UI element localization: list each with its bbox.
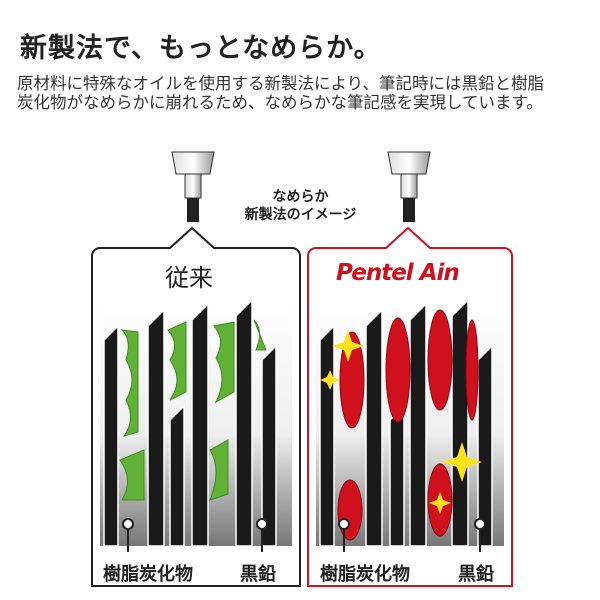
caption-line1: なめらか	[272, 189, 329, 205]
caption-line2: 新製法のイメージ	[244, 207, 357, 223]
label-graphite-right: 黒鉛	[458, 564, 494, 585]
description: 原材料に特殊なオイルを使用する新製法により、筆記時には黒鉛と樹脂炭化物がなめらか…	[17, 74, 545, 112]
label-resin-carbide-left: 樹脂炭化物	[103, 564, 193, 585]
pencil-tip-left	[171, 151, 215, 222]
sparkle-icon	[320, 330, 482, 514]
label-graphite-left: 黒鉛	[240, 564, 276, 585]
caption: なめらか新製法のイメージ	[228, 188, 373, 224]
label-resin-carbide-right: 樹脂炭化物	[320, 564, 410, 585]
conventional-heading: 従来	[165, 264, 213, 292]
pentel-ain-logo: Pentel Ain	[336, 260, 460, 286]
page-title: 新製法で、もっとなめらか。	[20, 33, 382, 64]
pencil-tip-right	[387, 151, 431, 222]
